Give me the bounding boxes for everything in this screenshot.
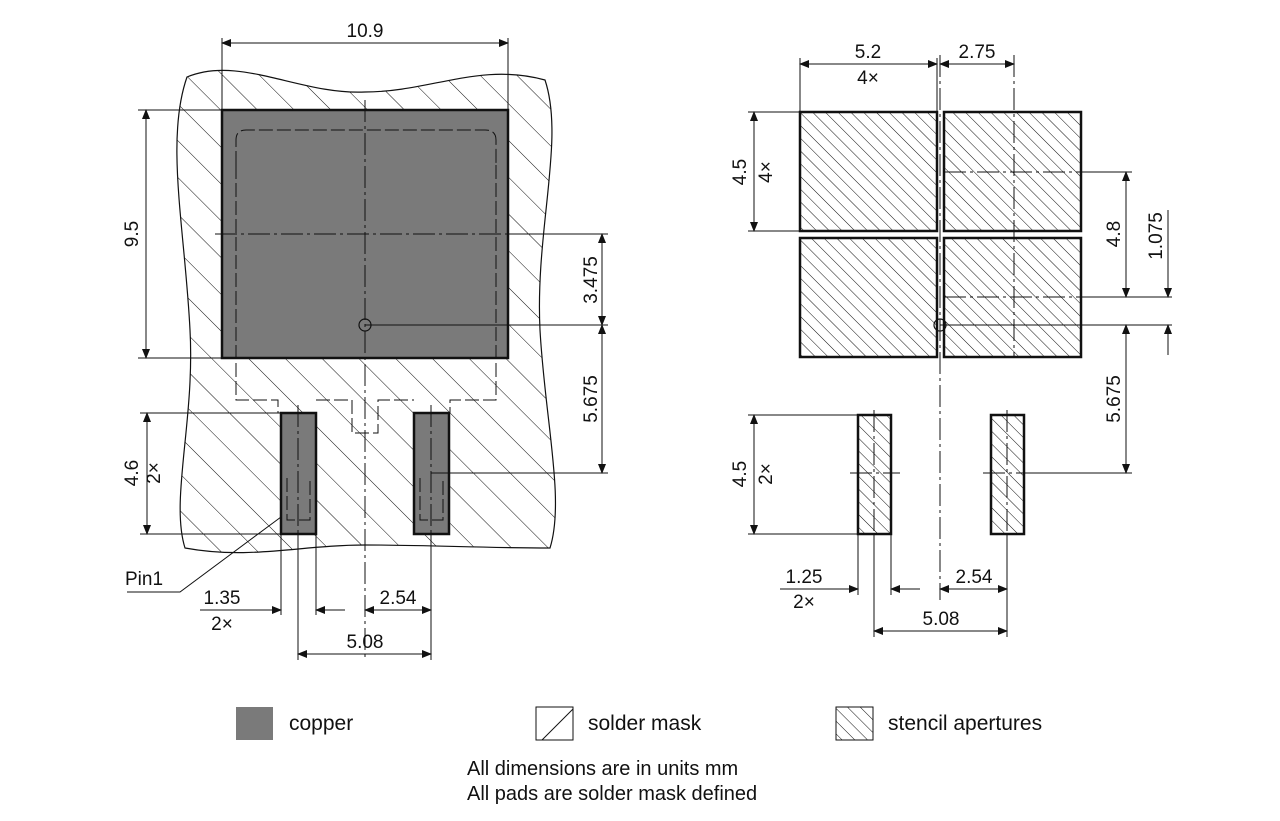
reference-point — [358, 318, 372, 332]
right-view: 5.2 4× 2.75 4.5 4× 4.8 1.075 5.675 4.5 2… — [730, 42, 1172, 637]
dim-lower-5-675-right: 5.675 — [1104, 375, 1125, 423]
dim-aperture-width-5-2: 5.2 — [855, 42, 881, 63]
dim-small-offset-1-075: 1.075 — [1146, 212, 1167, 260]
notes: All dimensions are in units mm All pads … — [467, 758, 757, 805]
dim-pitch-2-54: 2.54 — [380, 588, 417, 609]
legend: copper solder mask stencil apertures — [236, 706, 1042, 741]
dim-height-9-5: 9.5 — [122, 221, 143, 247]
dim-lead-length-mult-right: 2× — [756, 463, 777, 485]
legend-solder-mask-label: solder mask — [588, 712, 702, 735]
dim-lead-width-1-35: 1.35 — [204, 588, 241, 609]
pin1-label: Pin1 — [125, 569, 163, 590]
legend-stencil-label: stencil apertures — [888, 712, 1042, 735]
note-units: All dimensions are in units mm — [467, 758, 738, 780]
dim-lead-length-mult: 2× — [144, 462, 165, 484]
aperture-top-left — [798, 110, 939, 233]
dim-lower-5-675: 5.675 — [581, 375, 602, 423]
reference-point-right — [933, 318, 947, 332]
package-outline — [235, 129, 497, 165]
dim-lead-length-4-6: 4.6 — [122, 460, 143, 486]
dim-vertical-4-8: 4.8 — [1104, 221, 1125, 247]
note-solder-mask: All pads are solder mask defined — [467, 783, 757, 805]
legend-solder-mask-swatch — [535, 706, 574, 741]
dim-span-5-08: 5.08 — [347, 632, 384, 653]
dim-lead-width-mult-right: 2× — [793, 592, 815, 613]
dim-lead-width-mult: 2× — [211, 614, 233, 635]
dim-width-10-9: 10.9 — [347, 21, 384, 42]
dim-lead-width-1-25: 1.25 — [786, 567, 823, 588]
dim-pitch-2-54-right: 2.54 — [956, 567, 993, 588]
dim-span-5-08-right: 5.08 — [923, 609, 960, 630]
aperture-bottom-left — [798, 236, 939, 359]
legend-copper-label: copper — [289, 712, 353, 735]
dim-aperture-width-mult: 4× — [857, 68, 879, 89]
dim-aperture-height-4-5: 4.5 — [730, 159, 751, 185]
legend-copper-swatch — [236, 707, 273, 740]
dim-gap-2-75: 2.75 — [959, 42, 996, 63]
left-view: 10.9 9.5 3.475 5.675 4.6 2× Pin1 1.35 2× — [122, 21, 608, 660]
legend-stencil-swatch — [835, 706, 874, 741]
dim-aperture-height-mult: 4× — [756, 161, 777, 183]
dim-lead-length-4-5: 4.5 — [730, 461, 751, 487]
dim-offset-3-475: 3.475 — [581, 256, 602, 304]
